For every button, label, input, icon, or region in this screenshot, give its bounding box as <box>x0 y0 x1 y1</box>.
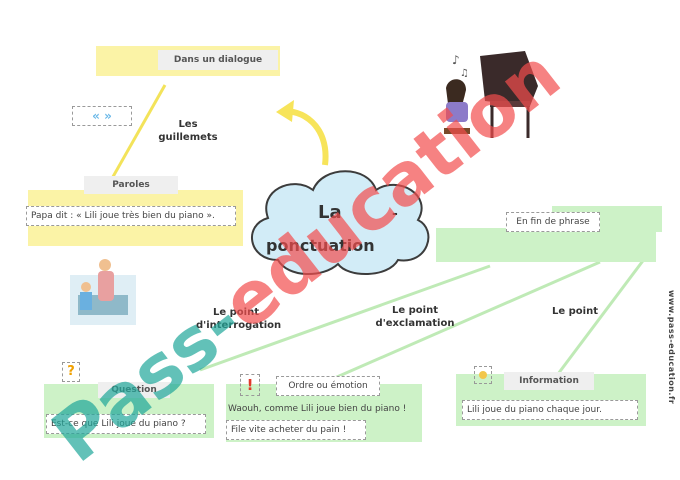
connector-interrogation <box>199 264 491 372</box>
guillemets-label: Les guillemets <box>158 119 218 143</box>
kitchen-illustration <box>70 259 136 325</box>
dialogue-header: Dans un dialogue <box>158 50 278 70</box>
title-line-1: La <box>318 202 342 223</box>
arrow-head <box>276 100 294 122</box>
connector-exclamation <box>329 260 601 382</box>
paroles-example: Papa dit : « Lili joue très bien du pian… <box>26 206 236 226</box>
title-line-2: ponctuation <box>266 236 375 255</box>
point-example: Lili joue du piano chaque jour. <box>462 400 638 420</box>
question-symbol: ? <box>62 362 80 382</box>
end-sentence-label: En fin de phrase <box>506 212 600 232</box>
point-label: Le point <box>552 306 598 317</box>
svg-text:♪: ♪ <box>452 53 460 67</box>
point-tag: Information <box>504 372 594 390</box>
point-dot <box>479 371 487 379</box>
question-example: Est-ce que Lili joue du piano ? <box>46 414 206 434</box>
exclamation-symbol: ! <box>240 374 260 396</box>
connector-dialogue <box>108 84 167 183</box>
cloud-shape <box>251 170 430 276</box>
pianist-illustration: ♪ ♫ <box>444 51 538 138</box>
guillemets-symbol-box: « » <box>72 106 132 126</box>
connector-point <box>553 257 647 379</box>
exclamation-label: Le point d'exclamation <box>375 305 455 329</box>
interrogation-label: Le point d'interrogation <box>196 307 282 331</box>
exclamation-example-1: Waouh, comme Lili joue bien du piano ! <box>228 404 407 414</box>
paroles-tag: Paroles <box>84 176 178 194</box>
point-symbol-box <box>474 366 492 384</box>
exclamation-tag: Ordre ou émotion <box>276 376 380 396</box>
svg-text:♫: ♫ <box>460 68 469 79</box>
site-credit: www.pass-education.fr <box>667 290 676 405</box>
title-dash: - <box>392 206 398 222</box>
exclamation-example-2: File vite acheter du pain ! <box>226 420 366 440</box>
end-sentence-highlight <box>436 228 656 262</box>
question-tag: Question <box>98 382 170 398</box>
